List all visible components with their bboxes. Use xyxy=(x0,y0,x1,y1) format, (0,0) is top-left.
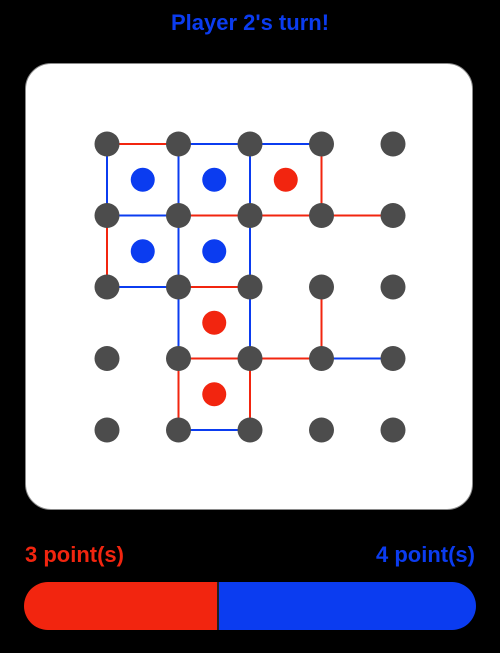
grid-dot[interactable] xyxy=(309,346,334,371)
claimed-box-marker-player2 xyxy=(130,167,155,192)
grid-dot[interactable] xyxy=(94,417,120,443)
claimed-box-marker-player1 xyxy=(202,382,227,407)
player1-score-bar xyxy=(24,582,217,630)
claimed-box-marker-player2 xyxy=(202,167,227,192)
grid-dot[interactable] xyxy=(94,346,120,371)
grid-dot[interactable] xyxy=(309,417,334,443)
grid-dot[interactable] xyxy=(309,131,334,157)
claimed-box-marker-player1 xyxy=(273,167,298,192)
claimed-box-marker-player2 xyxy=(130,239,155,264)
grid-dot[interactable] xyxy=(380,203,406,228)
player2-score-bar xyxy=(218,582,476,630)
grid-dot[interactable] xyxy=(237,203,263,228)
grid-dot[interactable] xyxy=(380,131,406,157)
score-bar-divider xyxy=(216,582,219,630)
grid-dot[interactable] xyxy=(309,274,334,300)
grid-dot[interactable] xyxy=(380,417,406,443)
grid-dot[interactable] xyxy=(309,203,334,228)
grid-dot[interactable] xyxy=(166,417,191,443)
grid-dot[interactable] xyxy=(237,417,263,443)
grid-dot[interactable] xyxy=(237,346,263,371)
grid-dot[interactable] xyxy=(94,203,120,228)
grid-dot[interactable] xyxy=(166,203,191,228)
grid-dot[interactable] xyxy=(94,131,120,157)
grid-dot[interactable] xyxy=(237,274,263,300)
grid-dot[interactable] xyxy=(166,346,191,371)
player1-score: 3 point(s) xyxy=(25,542,124,567)
claimed-box-marker-player2 xyxy=(202,239,227,264)
grid-dot[interactable] xyxy=(166,131,191,157)
grid-dot[interactable] xyxy=(380,274,406,300)
grid-dot[interactable] xyxy=(237,131,263,157)
score-ratio-bar xyxy=(24,582,476,630)
grid-dot[interactable] xyxy=(380,346,406,371)
turn-indicator: Player 2's turn! xyxy=(170,10,330,35)
player2-score: 4 point(s) xyxy=(376,542,475,567)
grid-dot[interactable] xyxy=(94,274,120,300)
claimed-box-marker-player1 xyxy=(202,310,227,335)
grid-dot[interactable] xyxy=(166,274,191,300)
